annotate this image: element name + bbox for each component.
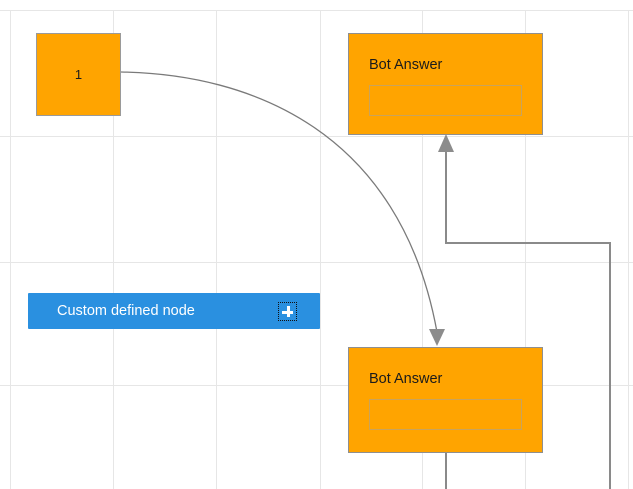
edge-orthogonal-connector[interactable] [445,148,611,489]
bot-answer-title: Bot Answer [369,371,443,387]
node-square-1[interactable]: 1 [36,33,121,116]
bot-answer-slot[interactable] [369,85,522,116]
custom-defined-node-button[interactable]: Custom defined node [28,293,320,329]
arrowhead-down-icon [429,329,445,346]
custom-defined-node-label: Custom defined node [57,302,195,319]
bot-answer-title: Bot Answer [369,57,443,73]
bot-answer-slot[interactable] [369,399,522,430]
node-bot-answer-bottom[interactable]: Bot Answer [348,347,543,453]
node-bot-answer-top[interactable]: Bot Answer [348,33,543,135]
arrowhead-up-icon [438,134,454,152]
node-label: 1 [74,67,83,82]
edge-curved-connector[interactable] [120,71,438,333]
plus-icon[interactable] [278,301,297,321]
